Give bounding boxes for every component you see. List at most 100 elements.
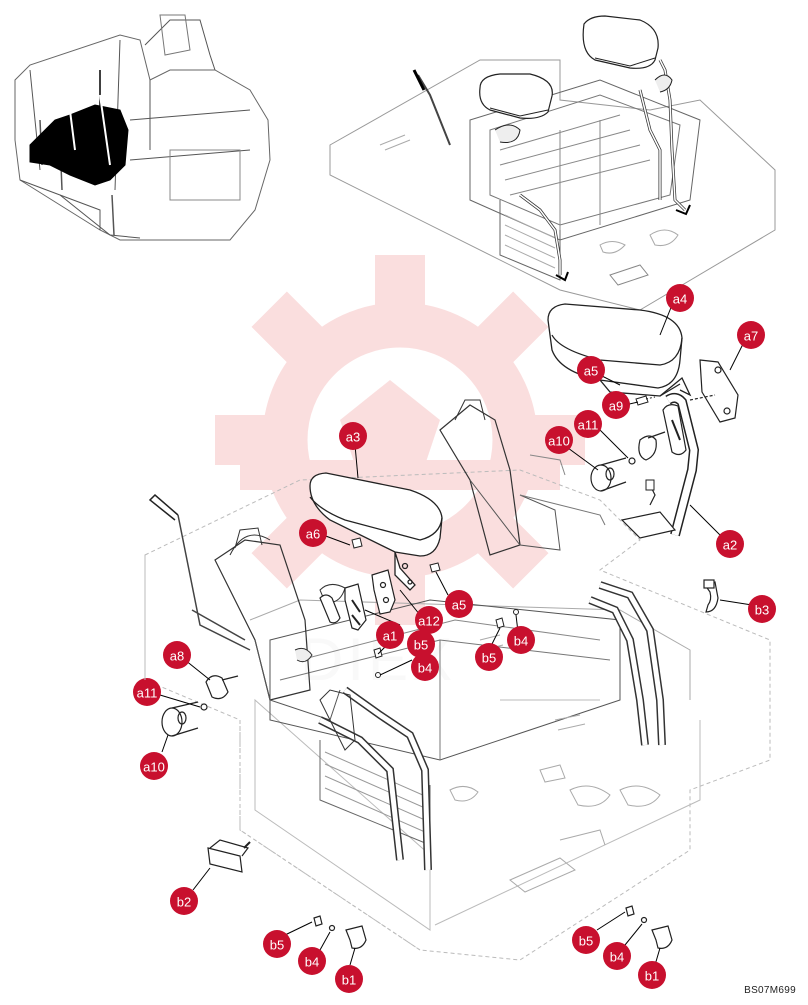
callout-label: a2: [723, 538, 737, 553]
callout-label: a11: [578, 418, 599, 433]
callout-a2: a2: [716, 530, 744, 558]
part-a1-lever: [319, 594, 341, 624]
part-a6-screw: [351, 537, 363, 549]
callout-bubble: [133, 678, 161, 706]
callout-a5-mid: a5: [445, 590, 473, 618]
callout-label: b2: [177, 895, 191, 910]
callout-a10-left: a10: [140, 752, 168, 780]
top-assembly-view: [329, 15, 776, 311]
callout-label: a5: [584, 364, 598, 379]
callout-bubble: [572, 926, 600, 954]
callout-a9: a9: [602, 391, 630, 419]
callout-bubble: [298, 947, 326, 975]
callout-bubble: [339, 422, 367, 450]
callout-b4-br: b4: [603, 942, 631, 970]
callout-label: a7: [744, 329, 758, 344]
part-a10-knob-left: [161, 701, 208, 737]
figure-code: BS07M699: [744, 985, 796, 996]
callout-bubble: [574, 410, 602, 438]
part-a7-plate: [689, 359, 739, 423]
part-b3-clamp: [703, 579, 719, 613]
callout-a11-left: a11: [133, 678, 161, 706]
callout-bubble: [376, 621, 404, 649]
callout-label: a10: [548, 434, 570, 449]
callout-bubble: [577, 356, 605, 384]
callout-label: a9: [609, 399, 623, 414]
callout-bubble: [666, 284, 694, 312]
callout-label: a10: [143, 760, 165, 775]
callout-bubble: [140, 752, 168, 780]
callout-bubble: [507, 626, 535, 654]
callout-labels: a4 a7 a5 a9 a11 a10 a2 a3 a6 a5 a12 a1 b5 b4 b5 b4 b3 a8 a…: [133, 284, 776, 993]
callout-b4-right: b4: [507, 626, 535, 654]
callout-b5-bl: b5: [263, 930, 291, 958]
callout-label: b3: [755, 603, 769, 618]
callout-b2: b2: [170, 887, 198, 915]
callout-a6: a6: [299, 519, 327, 547]
callout-a4: a4: [666, 284, 694, 312]
callout-bubble: [299, 519, 327, 547]
callout-b4-mid: b4: [411, 653, 439, 681]
callout-b5-br: b5: [572, 926, 600, 954]
callout-bubble: [475, 643, 503, 671]
callout-label: b4: [610, 950, 624, 965]
callout-bubble: [407, 630, 435, 658]
callout-a8: a8: [163, 641, 191, 669]
leader-lines: [159, 304, 753, 966]
callout-b1-br: b1: [638, 961, 666, 989]
callout-label: a3: [346, 430, 360, 445]
part-a9-screw: [635, 395, 656, 406]
callout-label: a1: [383, 629, 397, 644]
callout-bubble: [716, 530, 744, 558]
callout-bubble: [411, 653, 439, 681]
callout-bubble: [163, 641, 191, 669]
part-a5-screw-mid: [429, 562, 441, 573]
callout-b5-mid: b5: [407, 630, 435, 658]
callout-label: a8: [170, 649, 184, 664]
callout-label: a6: [306, 527, 320, 542]
main-exploded-view: [144, 399, 771, 961]
callout-label: b5: [414, 638, 428, 653]
callout-a7: a7: [737, 321, 765, 349]
callout-b1-bl: b1: [335, 965, 363, 993]
callout-label: a4: [673, 292, 687, 307]
callout-label: b1: [342, 973, 356, 988]
background-outline-lines: [144, 555, 600, 701]
callout-label: b4: [418, 661, 432, 676]
callout-bubble: [263, 930, 291, 958]
callout-bubble: [335, 965, 363, 993]
callout-a5-top: a5: [577, 356, 605, 384]
callout-bubble: [602, 391, 630, 419]
callout-bubble: [170, 887, 198, 915]
part-a4-armrest-right: [547, 303, 692, 397]
callout-label: b4: [514, 634, 528, 649]
part-a10-knob-top: [590, 431, 666, 492]
callout-b4-bl: b4: [298, 947, 326, 975]
callout-bubble: [445, 590, 473, 618]
callout-label: b5: [270, 938, 284, 953]
callout-bubble: [638, 961, 666, 989]
callout-label: a5: [452, 598, 466, 613]
callout-bubble: [603, 942, 631, 970]
part-a8-plate: [205, 675, 239, 700]
callout-label: b1: [645, 969, 659, 984]
callout-a10-top: a10: [545, 426, 573, 454]
part-a2-handle: [620, 392, 700, 539]
pipe-handrails: [318, 581, 666, 871]
part-b2-bracket: [207, 839, 251, 873]
callout-label: b4: [305, 955, 319, 970]
callout-a11-top: a11: [574, 410, 602, 438]
callout-bubble: [415, 606, 443, 634]
callout-bubble: [737, 321, 765, 349]
callout-a1: a1: [376, 621, 404, 649]
callout-a3: a3: [339, 422, 367, 450]
part-b1-clamp-right: [625, 905, 673, 949]
callout-bubble: [545, 426, 573, 454]
callout-a12: a12: [415, 606, 443, 634]
callout-bubble: [748, 595, 776, 623]
part-b1-clamp-left: [313, 915, 367, 949]
inset-excavator-cab: [14, 14, 271, 241]
callout-label: a12: [418, 614, 440, 629]
